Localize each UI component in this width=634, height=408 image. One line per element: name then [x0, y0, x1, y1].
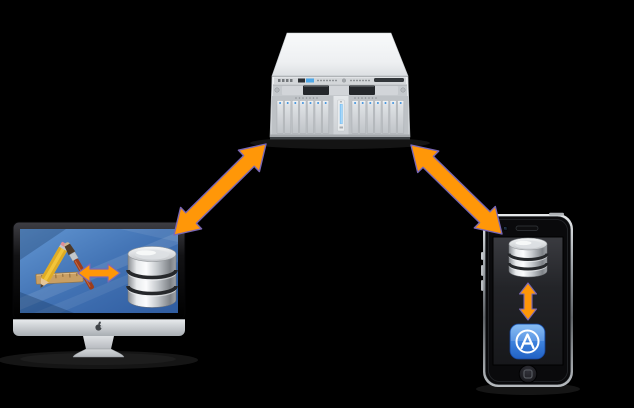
iphone-volume-down-button: [481, 280, 484, 291]
server-drive-bays: [270, 96, 410, 140]
imac-stand-neck: [83, 336, 114, 349]
sync-arrow-horizontal-icon: [77, 263, 121, 283]
imac-stand-foot: [72, 348, 125, 358]
server-drive-leds-right: [354, 102, 402, 104]
imac-node: [0, 221, 198, 369]
server-drive-slats-left: [276, 100, 330, 134]
developer-app-icon: [35, 241, 95, 290]
server-logo-emblem: [342, 78, 347, 83]
server-drive-slats-right: [351, 100, 405, 134]
server-screw-left: [274, 87, 280, 93]
server-latch-right: [349, 85, 375, 95]
server-top-lid: [271, 32, 409, 77]
server-optical-slot: [374, 78, 404, 82]
server-control-strip: [274, 77, 406, 84]
sync-arrow-imac-server: [173, 143, 267, 236]
pencil-icon: [40, 241, 70, 288]
server-vent-dots-right: [350, 79, 370, 82]
apple-logo: [95, 321, 103, 331]
server-display-dark: [298, 78, 305, 83]
server-shadow: [250, 137, 430, 149]
app-store-icon: [509, 323, 546, 360]
iphone-camera: [503, 226, 508, 231]
server-latch-row: [273, 84, 407, 96]
server-vent-dots-left: [317, 79, 337, 82]
iphone-node: [476, 212, 580, 395]
iphone-power-button: [549, 212, 564, 216]
iphone-home-button: [518, 364, 538, 384]
iphone-mute-switch: [481, 252, 484, 260]
server-bottom-edge: [270, 134, 410, 138]
server-node: [250, 32, 430, 149]
server-center-column: [333, 96, 349, 137]
server-drive-leds-left: [279, 102, 327, 104]
sync-arrow-server-iphone: [410, 144, 503, 235]
iphone-speaker: [515, 225, 539, 231]
server-display-blue: [306, 78, 314, 83]
server-screw-right: [400, 87, 406, 93]
server-latch-left: [303, 85, 329, 95]
database-icon-iphone: [507, 237, 549, 278]
server-bay-vents: [295, 97, 377, 99]
iphone-volume-up-button: [481, 265, 484, 276]
sync-arrow-vertical-icon: [518, 282, 538, 321]
database-icon-imac: [126, 246, 178, 308]
